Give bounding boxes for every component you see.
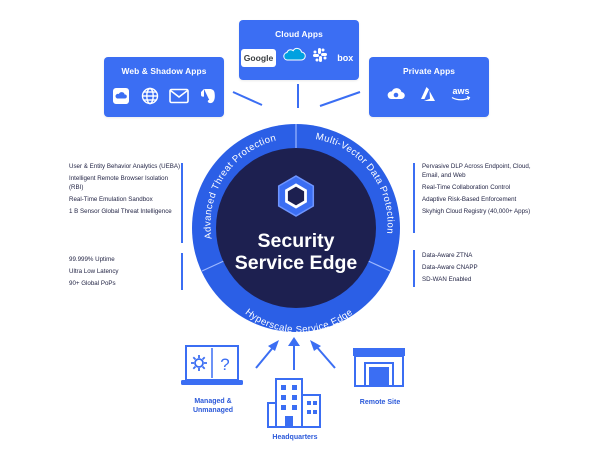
salesforce-logo-icon bbox=[281, 46, 307, 69]
list-item: 99.999% Uptime bbox=[69, 256, 115, 263]
list-item: 1 B Sensor Global Threat Intelligence bbox=[69, 207, 172, 215]
slack-logo-icon bbox=[312, 47, 328, 68]
managed-unmanaged-label: Managed & Unmanaged bbox=[192, 398, 234, 414]
web-connector bbox=[232, 91, 263, 106]
cloud-apps-title: Cloud Apps bbox=[275, 29, 323, 39]
hq-arrowhead bbox=[288, 337, 300, 346]
question-mark-icon: ? bbox=[220, 355, 229, 374]
data-protection-features-list: Pervasive DLP Across Endpoint, Cloud, Em… bbox=[422, 163, 542, 220]
list-item: Data-Aware CNAPP bbox=[422, 264, 478, 271]
list-item: Data-Aware ZTNA bbox=[422, 252, 473, 259]
private-apps-title: Private Apps bbox=[402, 66, 456, 76]
left-bar-1 bbox=[181, 163, 183, 243]
private-apps-card: Private Apps aws bbox=[369, 57, 489, 117]
managed-arrow bbox=[255, 344, 276, 369]
list-item: SD-WAN Enabled bbox=[422, 276, 472, 283]
left-bar-2 bbox=[181, 253, 183, 290]
right-bar-1 bbox=[413, 163, 415, 233]
remote-arrowhead bbox=[310, 340, 321, 351]
remote-site-store-icon bbox=[353, 348, 405, 387]
cloud-apps-card: Cloud Apps Google box bbox=[239, 20, 359, 80]
list-item: Real-Time Emulation Sandbox bbox=[69, 195, 153, 203]
laptop-icon: ? bbox=[181, 345, 243, 385]
list-item: Skyhigh Cloud Registry (40,000+ Apps) bbox=[422, 207, 531, 215]
ring-inner bbox=[216, 148, 376, 308]
hyperscale-features-list: 99.999% Uptime Ultra Low Latency 90+ Glo… bbox=[69, 256, 181, 292]
headquarters-label: Headquarters bbox=[272, 434, 318, 441]
threat-features-list: User & Entity Behavior Analytics (UEBA) … bbox=[69, 163, 181, 220]
ring-divider-right bbox=[365, 259, 391, 272]
azure-logo-icon bbox=[417, 83, 439, 105]
headquarters-building-icon bbox=[267, 378, 321, 428]
google-logo-icon: Google bbox=[240, 48, 277, 67]
private-connector bbox=[319, 91, 361, 107]
aws-logo-text: aws bbox=[452, 86, 470, 96]
list-item: Real-Time Collaboration Control bbox=[422, 183, 511, 191]
remote-arrow bbox=[314, 344, 336, 369]
globe-icon bbox=[139, 85, 161, 107]
gear-icon bbox=[191, 355, 207, 371]
right-bar-2 bbox=[413, 250, 415, 287]
list-item: Pervasive DLP Across Endpoint, Cloud, Em… bbox=[422, 163, 531, 179]
center-title-line1: Security bbox=[258, 230, 335, 252]
aws-logo-icon: aws bbox=[449, 83, 473, 105]
list-item: Intelligent Remote Browser Isolation (RB… bbox=[69, 175, 169, 191]
web-shadow-apps-title: Web & Shadow Apps bbox=[121, 66, 207, 76]
evernote-icon bbox=[197, 85, 219, 107]
list-item: Adaptive Risk-Based Enforcement bbox=[422, 195, 517, 203]
gcp-logo-icon bbox=[385, 83, 407, 105]
box-logo-icon: box bbox=[333, 49, 357, 67]
remote-site-label: Remote Site bbox=[359, 399, 401, 406]
ring-divider-left bbox=[201, 259, 227, 272]
list-item: User & Entity Behavior Analytics (UEBA) bbox=[69, 163, 181, 170]
google-logo-text: Google bbox=[243, 52, 274, 63]
managed-arrowhead bbox=[268, 340, 279, 351]
mail-icon bbox=[168, 85, 190, 107]
box-logo-text: box bbox=[337, 52, 354, 63]
hexagon-logo-icon bbox=[277, 175, 315, 217]
center-title-line2: Service Edge bbox=[235, 252, 358, 274]
network-features-list: Data-Aware ZTNA Data-Aware CNAPP SD-WAN … bbox=[422, 252, 542, 288]
web-shadow-apps-card: Web & Shadow Apps bbox=[104, 57, 224, 117]
cloud-drive-icon bbox=[110, 85, 132, 107]
list-item: 90+ Global PoPs bbox=[69, 280, 116, 287]
list-item: Ultra Low Latency bbox=[69, 268, 119, 275]
